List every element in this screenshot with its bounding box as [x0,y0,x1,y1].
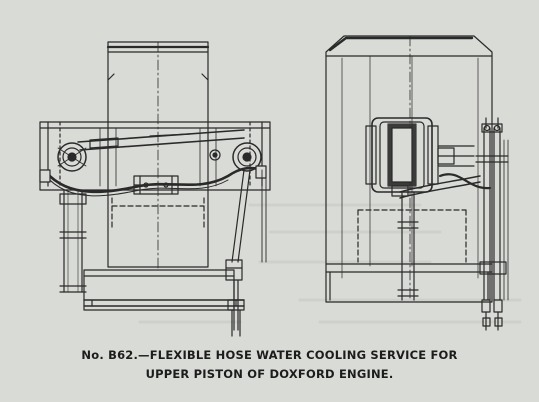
crossbeam [39,121,271,191]
left-pivot-wheel [57,142,87,172]
side-elevation-view [39,41,271,337]
end-flexible-hose [438,173,492,190]
lower-casing [83,269,235,311]
end-elevation-view [325,35,509,331]
right-pivot-wheel [232,142,262,172]
end-casing [325,35,493,303]
telescopic-pipes [475,117,509,331]
caption-line-2: UPPER PISTON OF DOXFORD ENGINE. [145,367,394,381]
left-column [63,189,83,293]
base-rail [83,299,245,307]
piston-rod [401,191,415,301]
figure-caption: No. B62.—FLEXIBLE HOSE WATER COOLING SER… [0,346,539,384]
supply-pipe [231,169,251,263]
caption-line-1: No. B62.—FLEXIBLE HOSE WATER COOLING SER… [81,348,458,362]
